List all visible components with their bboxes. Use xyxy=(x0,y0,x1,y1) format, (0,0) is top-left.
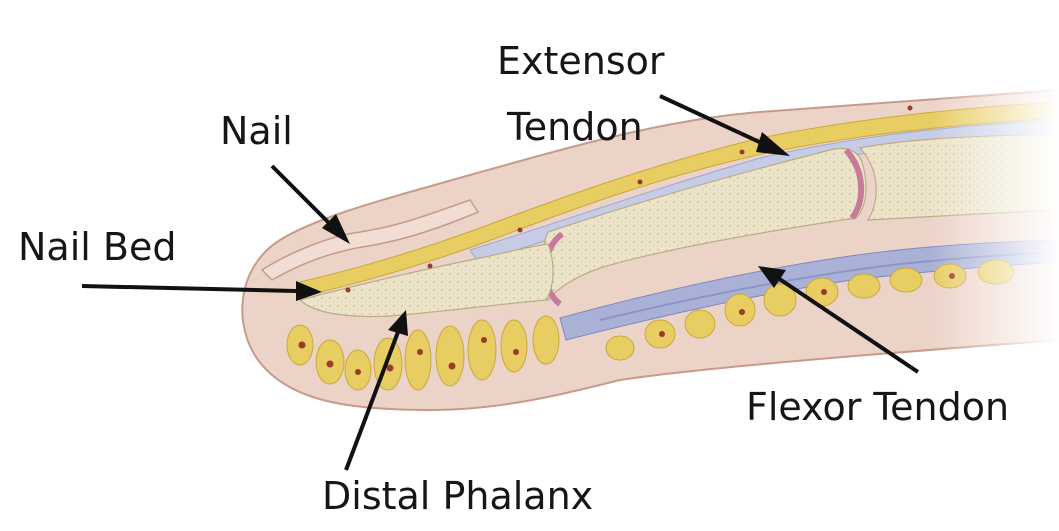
distal-phalanx-label: Distal Phalanx xyxy=(322,477,593,515)
extensor-tendon-label-line1: Extensor xyxy=(497,42,665,80)
nail-label: Nail xyxy=(220,112,293,150)
flexor-tendon-label: Flexor Tendon xyxy=(746,388,1009,426)
right-fade xyxy=(930,60,1059,380)
nail-bed-label: Nail Bed xyxy=(18,228,176,266)
extensor-tendon-label-line2: Tendon xyxy=(507,108,643,146)
nail-arrow xyxy=(272,166,334,228)
